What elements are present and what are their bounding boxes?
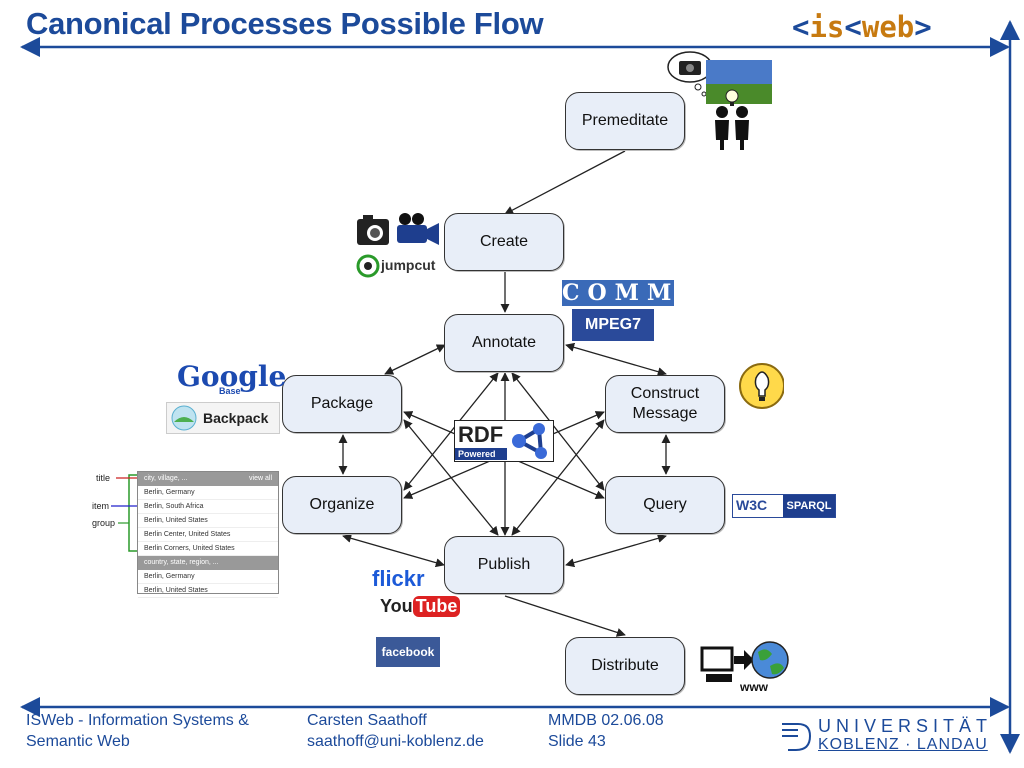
logo-close: > xyxy=(914,10,932,44)
edge-annotate-construct xyxy=(565,342,667,377)
youtube-tube-text: Tube xyxy=(412,596,461,617)
edge-annotate-package xyxy=(384,344,446,375)
footer-org-line1: ISWeb - Information Systems & xyxy=(26,712,249,729)
footer-slide-number: Slide 43 xyxy=(548,733,606,750)
footer-author-email[interactable]: saathoff@uni-koblenz.de xyxy=(307,733,484,750)
facet-row[interactable]: Berlin, South Africa xyxy=(138,500,278,514)
facet-view-all[interactable]: view all xyxy=(249,475,272,482)
edge-query-publish xyxy=(565,533,667,568)
node-create: Create xyxy=(444,213,564,271)
facet-label-item: item xyxy=(92,501,110,511)
facet-bracket xyxy=(128,474,137,552)
flickr-text: flickr xyxy=(372,566,425,591)
backpack-badge-icon xyxy=(171,405,197,431)
logo-mid: < xyxy=(844,10,862,44)
university-name-line2: KOBLENZ · LANDAU xyxy=(818,736,988,753)
facet-row[interactable]: Berlin, United States xyxy=(138,584,278,598)
footer-event: MMDB 02.06.08 Slide 43 xyxy=(548,710,664,752)
node-query: Query xyxy=(605,476,725,534)
youtube-you-text: You xyxy=(380,596,413,616)
node-publish: Publish xyxy=(444,536,564,594)
edge-premeditate-create xyxy=(504,150,626,215)
w3c-sparql-logo: W3C SPARQL xyxy=(732,494,836,518)
lightbulb-icon xyxy=(739,363,784,409)
w3c-text: W3C xyxy=(736,497,768,513)
facet-row[interactable]: Berlin, United States xyxy=(138,514,278,528)
logo-open: < xyxy=(792,10,810,44)
comm-logo: COMM xyxy=(562,280,680,306)
google-base-logo: Google Base xyxy=(177,360,286,398)
page-title: Canonical Processes Possible Flow xyxy=(26,6,544,41)
university-emblem-icon xyxy=(782,723,812,751)
facet-row[interactable]: Berlin Corners, United States xyxy=(138,542,278,556)
facet-row[interactable]: Berlin, Germany xyxy=(138,570,278,584)
premeditate-thought-icon xyxy=(667,51,772,150)
facet-row[interactable]: Berlin, Germany xyxy=(138,486,278,500)
facet-label-group: group xyxy=(92,518,116,528)
rdf-graph-icon xyxy=(512,423,547,459)
google-text: Google xyxy=(177,360,287,393)
jumpcut-text: jumpcut xyxy=(381,257,436,273)
edge-organize-publish xyxy=(342,533,445,568)
camera-icon xyxy=(357,213,439,245)
backpack-logo: Backpack xyxy=(166,402,280,434)
node-construct-line2: Message xyxy=(632,405,698,422)
edge-query-annotate xyxy=(511,372,605,491)
node-construct-message: Construct Message xyxy=(605,375,725,433)
jumpcut-logo: jumpcut xyxy=(356,254,442,278)
footer-event-name: MMDB 02.06.08 xyxy=(548,712,664,729)
facebook-logo: facebook xyxy=(376,637,440,667)
facet-header-2: country, state, region, ... xyxy=(138,556,278,570)
footer-org-line2: Semantic Web xyxy=(26,733,130,750)
sparql-text: SPARQL xyxy=(783,495,835,517)
rdf-powered-logo: RDF Powered xyxy=(454,420,554,462)
mpeg7-logo: MPEG7 xyxy=(572,309,654,341)
mpeg7-text: MPEG7 xyxy=(584,316,641,333)
facebook-text: facebook xyxy=(381,645,435,659)
edge-organize-annotate xyxy=(403,372,499,491)
node-construct-line1: Construct xyxy=(630,385,700,402)
edge-publish-distribute xyxy=(504,595,626,637)
facet-header-1-text: city, village, ... xyxy=(144,475,188,482)
jumpcut-badge-icon xyxy=(356,254,380,278)
node-distribute: Distribute xyxy=(565,637,685,695)
rdf-powered-text: Powered xyxy=(455,448,507,460)
facet-label-title: title xyxy=(96,473,111,483)
google-base-text: Base xyxy=(219,386,241,396)
flickr-logo: flickr xyxy=(372,566,425,592)
node-package: Package xyxy=(282,375,402,433)
facet-header-1: city, village, ... view all xyxy=(138,472,278,486)
node-annotate: Annotate xyxy=(444,314,564,372)
backpack-text: Backpack xyxy=(203,410,269,426)
facet-row[interactable]: Berlin Center, United States xyxy=(138,528,278,542)
rdf-text: RDF xyxy=(458,422,504,447)
distribute-web-icon xyxy=(700,641,789,682)
www-text: www xyxy=(740,680,769,694)
facet-table: city, village, ... view all Berlin, Germ… xyxy=(137,471,279,598)
node-premeditate: Premeditate xyxy=(565,92,685,150)
university-name-line1: UNIVERSITÄT xyxy=(818,716,993,736)
node-organize: Organize xyxy=(282,476,402,534)
footer-org: ISWeb - Information Systems & Semantic W… xyxy=(26,710,249,752)
footer-author-name: Carsten Saathoff xyxy=(307,712,427,729)
footer-author: Carsten Saathoff saathoff@uni-koblenz.de xyxy=(307,710,484,752)
